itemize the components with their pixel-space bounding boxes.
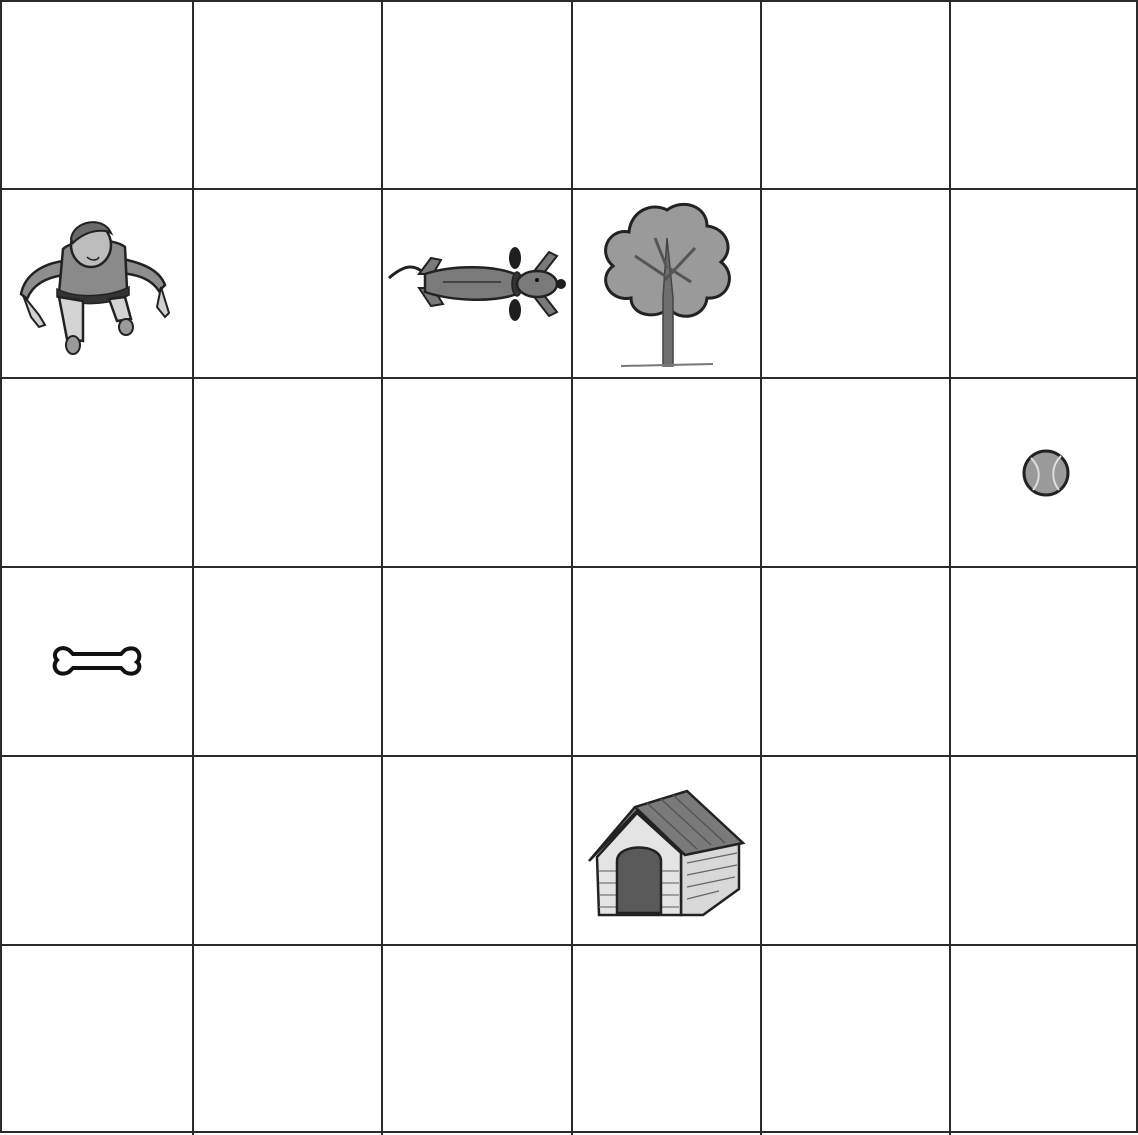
grid-cell-r4-c4[interactable] <box>762 757 951 946</box>
grid-cell-r3-c3[interactable] <box>573 568 762 757</box>
grid-cell-r1-c1[interactable] <box>194 190 383 379</box>
grid-cell-r3-c2[interactable] <box>383 568 573 757</box>
grid-cell-r3-c0[interactable] <box>2 568 194 757</box>
grid-cell-r3-c5[interactable] <box>951 568 1138 757</box>
grid-cell-r2-c0[interactable] <box>2 379 194 568</box>
grid-cell-r1-c2[interactable] <box>383 190 573 379</box>
grid-cell-r0-c3[interactable] <box>573 2 762 190</box>
grid-cell-r1-c4[interactable] <box>762 190 951 379</box>
grid-cell-r3-c1[interactable] <box>194 568 383 757</box>
grid-cell-r4-c0[interactable] <box>2 757 194 946</box>
grid-cell-r5-c4[interactable] <box>762 946 951 1135</box>
grid-cell-r2-c4[interactable] <box>762 379 951 568</box>
dog-icon[interactable] <box>385 244 569 324</box>
grid-cell-r4-c1[interactable] <box>194 757 383 946</box>
grid-cell-r0-c1[interactable] <box>194 2 383 190</box>
grid-cell-r4-c3[interactable] <box>573 757 762 946</box>
ball-icon[interactable] <box>1021 448 1071 498</box>
grid-cell-r0-c4[interactable] <box>762 2 951 190</box>
grid-cell-r0-c5[interactable] <box>951 2 1138 190</box>
grid-cell-r0-c2[interactable] <box>383 2 573 190</box>
grid-cell-r1-c0[interactable] <box>2 190 194 379</box>
grid-cell-r2-c1[interactable] <box>194 379 383 568</box>
person-icon[interactable] <box>13 209 181 359</box>
grid-cell-r5-c0[interactable] <box>2 946 194 1135</box>
grid-cell-r2-c2[interactable] <box>383 379 573 568</box>
grid-cell-r1-c3[interactable] <box>573 190 762 379</box>
grid-cell-r5-c1[interactable] <box>194 946 383 1135</box>
bone-icon[interactable] <box>51 642 143 682</box>
grid-cell-r5-c3[interactable] <box>573 946 762 1135</box>
doghouse-icon[interactable] <box>587 783 747 919</box>
grid-cell-r0-c0[interactable] <box>2 2 194 190</box>
grid-cell-r5-c2[interactable] <box>383 946 573 1135</box>
grid-cell-r2-c5[interactable] <box>951 379 1138 568</box>
grid-cell-r2-c3[interactable] <box>573 379 762 568</box>
grid-cell-r4-c5[interactable] <box>951 757 1138 946</box>
grid-cell-r4-c2[interactable] <box>383 757 573 946</box>
grid-cell-r1-c5[interactable] <box>951 190 1138 379</box>
grid-cell-r5-c5[interactable] <box>951 946 1138 1135</box>
tree-icon[interactable] <box>595 198 739 370</box>
grid-cell-r3-c4[interactable] <box>762 568 951 757</box>
